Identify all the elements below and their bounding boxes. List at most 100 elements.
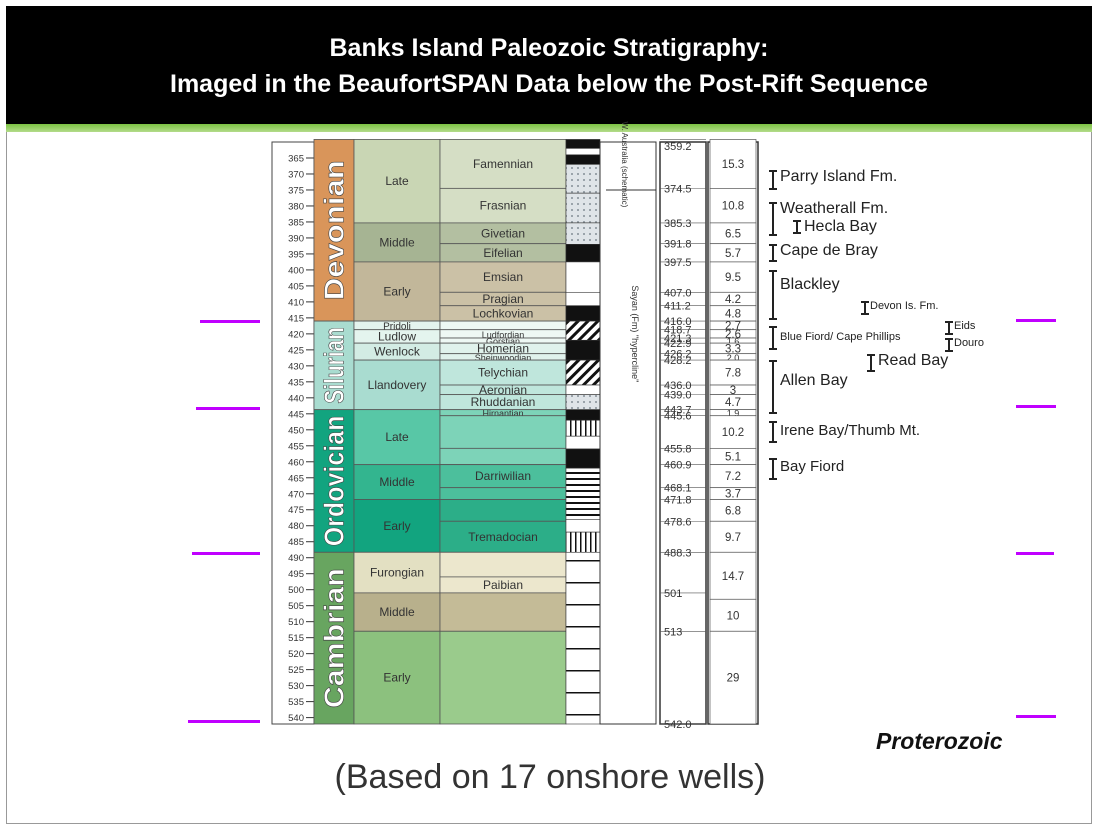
title-bar [6, 6, 1092, 126]
stratigraphy-chart-svg: 3653703753803853903954004054104154204254… [271, 121, 759, 731]
lithology-cell [565, 154, 601, 165]
duration-label: 6.5 [725, 228, 741, 240]
age-tick-label: 395 [288, 249, 304, 260]
stage-label: Rhuddanian [471, 395, 536, 409]
stage-band [439, 447, 567, 466]
duration-label: 7.8 [725, 368, 741, 380]
boundary-age-label: 455.8 [664, 443, 692, 455]
stage-band [439, 139, 567, 189]
stage-label: Emsian [483, 270, 523, 284]
duration-label: 15.3 [722, 159, 744, 171]
age-tick-label: 515 [288, 633, 304, 644]
stage-band [439, 487, 567, 500]
duration-cell [709, 188, 757, 224]
age-tick-label: 440 [288, 393, 304, 404]
age-tick-label: 495 [288, 569, 304, 580]
boundary-age-label: 426.2 [664, 349, 692, 361]
stage-label: Famennian [473, 157, 533, 171]
age-tick-label: 430 [288, 361, 304, 372]
duration-cell [709, 261, 757, 293]
epoch-band [353, 261, 441, 322]
age-tick-label: 465 [288, 473, 304, 484]
stage-label: Lochkovian [473, 306, 534, 320]
boundary-age-label: 359.2 [664, 141, 692, 153]
epoch-band [353, 359, 441, 411]
epoch-label: Late [385, 430, 409, 444]
epoch-label: Middle [379, 605, 415, 619]
age-tick-label: 450 [288, 425, 304, 436]
age-tick-label: 535 [288, 697, 304, 708]
age-tick-label: 505 [288, 601, 304, 612]
epoch-label: Pridoli [383, 321, 411, 332]
boundary-marker-left-devonian-base [200, 320, 260, 323]
age-tick-label: 415 [288, 313, 304, 324]
duration-label: 5.7 [725, 248, 741, 260]
page-title-line-1: Banks Island Paleozoic Stratigraphy: [329, 34, 769, 62]
stage-label: Aeronian [479, 383, 527, 397]
footnote-text: (Based on 17 onshore wells) [334, 758, 766, 796]
boundary-age-label: 443.7 [664, 405, 692, 417]
duration-label: 10.8 [722, 201, 744, 213]
duration-label: 2.0 [727, 353, 740, 363]
lithology-cell [565, 320, 601, 341]
lithology-cell [565, 531, 601, 553]
boundary-age-label: 501 [664, 588, 682, 600]
boundary-age-label: 416.0 [664, 316, 692, 328]
stage-band [439, 551, 567, 578]
stage-band [439, 415, 567, 449]
age-tick-label: 400 [288, 265, 304, 276]
lithology-cell [565, 435, 601, 450]
boundary-age-label: 436.0 [664, 380, 692, 392]
epoch-label: Middle [379, 235, 415, 249]
lithology-cell [565, 192, 601, 224]
slide-frame [6, 132, 1092, 824]
age-tick-label: 530 [288, 681, 304, 692]
age-tick-label: 520 [288, 649, 304, 660]
duration-label: 1.9 [727, 409, 740, 419]
period-label: Ordovician [319, 416, 350, 547]
period-band [313, 320, 355, 411]
stage-band [439, 320, 567, 331]
epoch-label: Llandovery [368, 378, 427, 392]
boundary-age-label: 385.3 [664, 218, 692, 230]
duration-label: 3.3 [725, 343, 741, 355]
stage-label: Homerian [477, 341, 529, 355]
age-tick-label: 435 [288, 377, 304, 388]
stage-band [439, 187, 567, 224]
age-tick-label: 500 [288, 585, 304, 596]
epoch-label: Early [383, 671, 410, 685]
sea-level-label: Sayan (Fm) "hypercline" [630, 285, 640, 382]
stage-band [439, 520, 567, 553]
duration-cell [709, 630, 757, 725]
boundary-age-label: 478.6 [664, 516, 692, 528]
stage-label: Telychian [478, 366, 528, 380]
age-tick-label: 370 [288, 169, 304, 180]
duration-label: 10 [727, 610, 740, 622]
stage-label: Gorstian [486, 337, 520, 347]
duration-label: 29 [727, 673, 740, 685]
lithology-cell [565, 164, 601, 194]
age-tick-label: 540 [288, 713, 304, 724]
boundary-marker-right-cambrian-base [1016, 715, 1056, 718]
boundary-marker-left-cambrian-base [188, 720, 260, 723]
age-tick-label: 405 [288, 281, 304, 292]
boundary-marker-left-silurian-base [196, 407, 260, 410]
epoch-band [353, 499, 441, 553]
epoch-label: Early [383, 284, 410, 298]
stage-label: Sheinwoodian [475, 353, 532, 363]
lithology-cell [565, 148, 601, 156]
age-tick-label: 485 [288, 537, 304, 548]
boundary-age-label: 428.2 [664, 355, 692, 367]
duration-label: 9.5 [725, 272, 741, 284]
age-tick-label: 490 [288, 553, 304, 564]
boundary-age-label: 513 [664, 626, 682, 638]
duration-cell [709, 139, 757, 189]
duration-cell [709, 551, 757, 600]
lithology-cell [565, 419, 601, 437]
lithology-cell [565, 305, 601, 322]
stage-label: Givetian [481, 226, 525, 240]
epoch-label: Early [383, 519, 410, 533]
age-tick-label: 445 [288, 409, 304, 420]
stage-label: Paibian [483, 578, 523, 592]
page-title-line-2: Imaged in the BeaufortSPAN Data below th… [170, 70, 928, 98]
